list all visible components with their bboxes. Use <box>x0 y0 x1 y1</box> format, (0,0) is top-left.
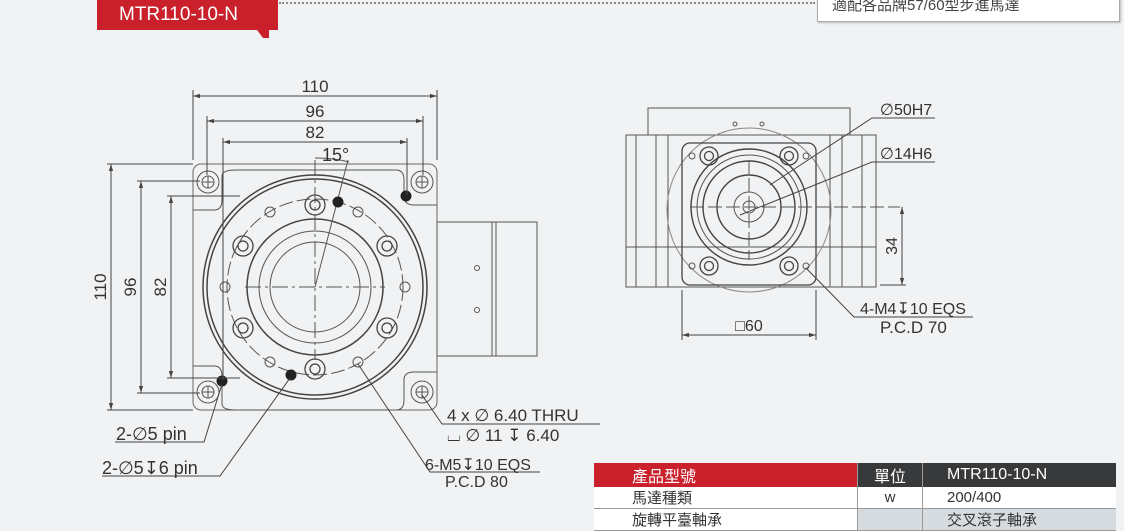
angle-label: 15° <box>322 145 349 165</box>
pin-note: 2-∅5 pin <box>116 424 187 444</box>
row-value: 交叉滾子軸承 <box>922 508 1116 531</box>
dim-width-96: 96 <box>306 102 325 121</box>
model-tag: MTR110-10-N <box>97 0 278 38</box>
spec-table: 產品型號 單位 MTR110-10-N 馬達種類 w 200/400 旋轉平臺軸… <box>594 463 1116 531</box>
header-unit: 單位 <box>857 463 923 487</box>
dim-width-82: 82 <box>306 123 325 142</box>
bore-50h7: ∅50H7 <box>880 102 932 119</box>
thread-note: 6-M5↧10 EQS <box>425 457 531 474</box>
row-label: 馬達種類 <box>594 487 858 509</box>
header-value: MTR110-10-N <box>922 463 1116 487</box>
side-view: ∅50H7 ∅14H6 34 □60 4-M4↧10 EQS P.C.D 70 <box>625 102 973 340</box>
motor-compat-note: 適配各品牌57/60型步進馬達 <box>817 0 1120 22</box>
dim-height-82: 82 <box>151 278 170 297</box>
row-unit <box>857 508 923 531</box>
counterbore-note: ⌴ ∅ 11 ↧ 6.40 <box>447 426 559 445</box>
dim-square-60: □60 <box>735 318 763 335</box>
table-header-row: 產品型號 單位 MTR110-10-N <box>594 463 1116 487</box>
table-row: 旋轉平臺軸承 交叉滾子軸承 <box>594 508 1116 531</box>
pin-depth-note: 2-∅5↧6 pin <box>102 458 198 478</box>
side-thread-note: 4-M4↧10 EQS <box>860 301 966 318</box>
thru-hole-note: 4 x ∅ 6.40 THRU <box>447 406 579 425</box>
table-row: 馬達種類 w 200/400 <box>594 487 1116 509</box>
side-thread-pcd: P.C.D 70 <box>880 318 947 337</box>
header-model: 產品型號 <box>594 463 858 487</box>
dim-height-110: 110 <box>91 273 110 300</box>
row-value: 200/400 <box>922 487 1116 509</box>
row-unit: w <box>857 487 923 509</box>
dim-height-96: 96 <box>121 278 140 297</box>
front-view: 110 96 82 15° 110 96 82 2-∅5 pin 2-∅5↧6 … <box>91 77 600 491</box>
dim-height-34: 34 <box>884 237 901 255</box>
dim-width-110: 110 <box>301 77 328 96</box>
thread-pcd: P.C.D 80 <box>445 474 508 491</box>
dotted-divider <box>279 2 815 4</box>
row-label: 旋轉平臺軸承 <box>594 508 858 531</box>
bore-14h6: ∅14H6 <box>880 146 932 163</box>
